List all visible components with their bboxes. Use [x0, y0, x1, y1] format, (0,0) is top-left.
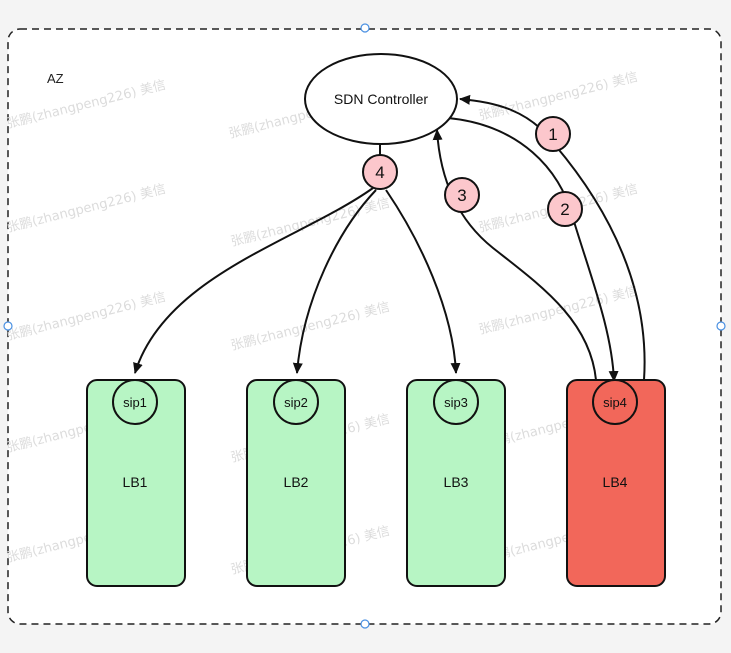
step-badge-label: 3	[457, 186, 466, 205]
step-badge-1[interactable]: 1	[535, 116, 571, 152]
resize-handle-bottom[interactable]	[360, 619, 370, 629]
step-badge-label: 4	[375, 163, 384, 182]
sdn-controller-node[interactable]	[304, 53, 458, 145]
step-badge-2[interactable]: 2	[547, 191, 583, 227]
lb-label: LB1	[123, 474, 148, 490]
lb-label: LB4	[603, 474, 628, 490]
lb-node-1[interactable]: sip1 LB1	[86, 379, 186, 587]
arrow-controller-to-lb1	[133, 187, 374, 374]
sip-port[interactable]	[433, 379, 479, 425]
sip-label: sip4	[603, 395, 627, 410]
sip-port[interactable]	[592, 379, 638, 425]
arrow-controller-to-lb2	[292, 189, 377, 374]
resize-handle-top[interactable]	[360, 23, 370, 33]
lb-label: LB3	[444, 474, 469, 490]
arrow-controller-to-lb3	[385, 189, 461, 374]
step-badge-label: 1	[548, 125, 557, 144]
sip-label: sip3	[444, 395, 468, 410]
sip-port[interactable]	[112, 379, 158, 425]
availability-zone-boundary[interactable]	[7, 28, 722, 625]
arrow-lb4-to-controller-step1	[459, 94, 646, 381]
sdn-controller-label: SDN Controller	[334, 91, 428, 107]
step-badge-4[interactable]: 4	[362, 154, 398, 190]
resize-handle-left[interactable]	[3, 321, 13, 331]
sip-label: sip1	[123, 395, 147, 410]
lb-node-2[interactable]: sip2 LB2	[246, 379, 346, 587]
lb-label: LB2	[284, 474, 309, 490]
resize-handle-right[interactable]	[716, 321, 726, 331]
lb-node-3[interactable]: sip3 LB3	[406, 379, 506, 587]
arrow-lb4-to-controller-step3	[432, 129, 597, 381]
sip-port[interactable]	[273, 379, 319, 425]
sip-label: sip2	[284, 395, 308, 410]
selection-handles[interactable]	[3, 23, 726, 629]
zone-label: AZ	[47, 71, 64, 86]
step-badge-label: 2	[560, 200, 569, 219]
step-badge-3[interactable]: 3	[444, 177, 480, 213]
lb-node-4-failed[interactable]: sip4 LB4	[566, 379, 666, 587]
